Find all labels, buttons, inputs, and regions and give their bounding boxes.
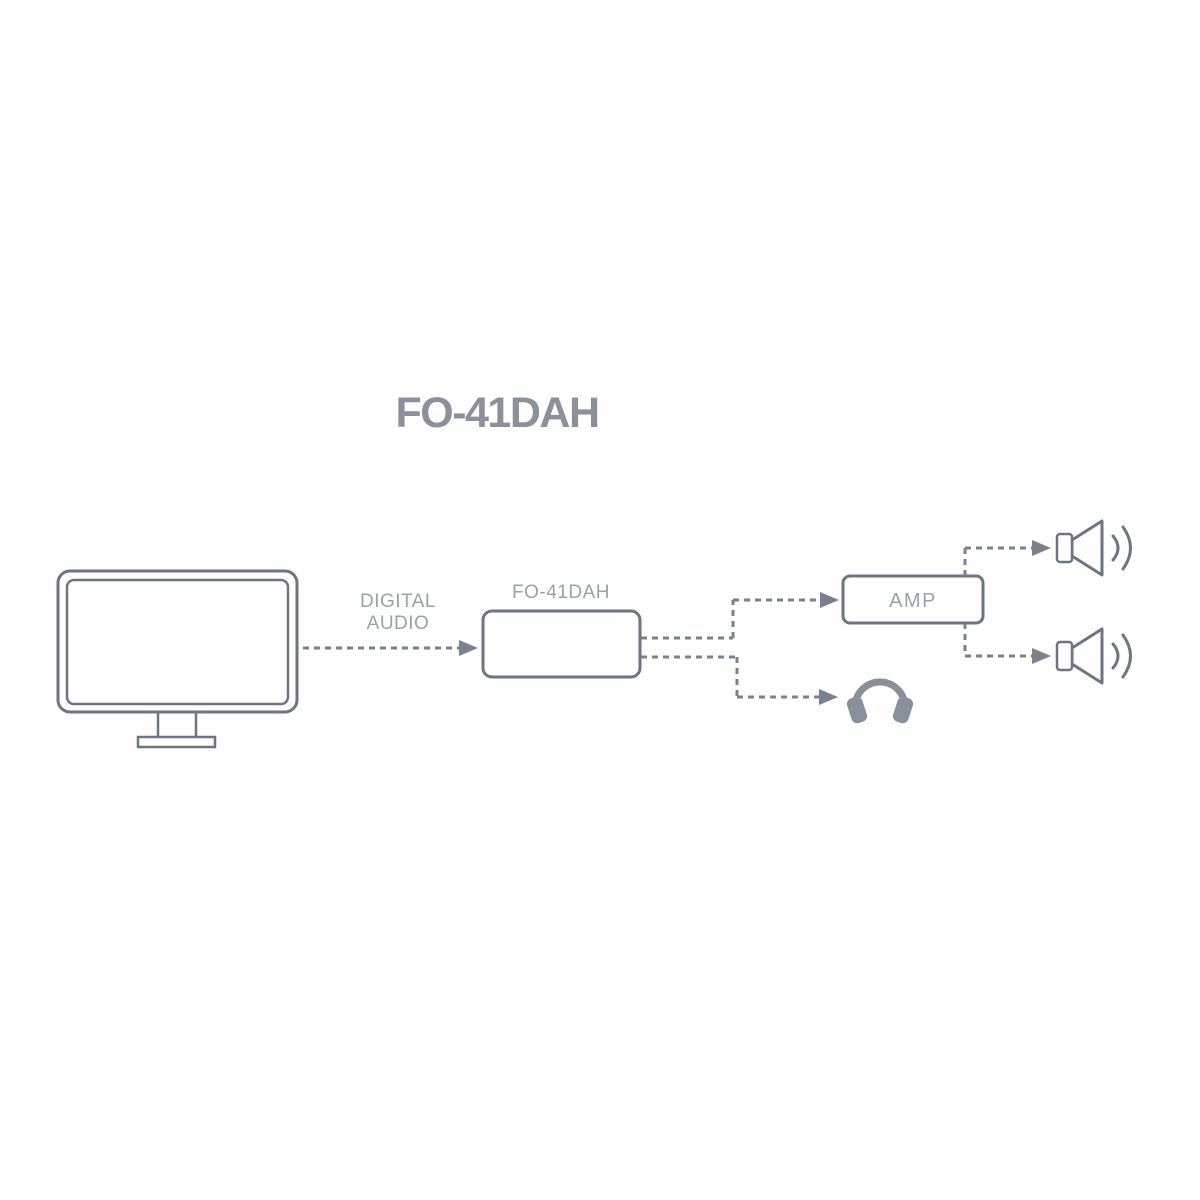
headphones-left-cup <box>846 696 868 724</box>
speaker-icon <box>1055 627 1132 685</box>
edge-converter-to-amp <box>641 592 839 640</box>
dashed-line <box>641 598 820 640</box>
arrowhead-icon <box>1032 648 1051 664</box>
digital-audio-label-line2: AUDIO <box>367 613 430 634</box>
edge-converter-to-headphones <box>641 655 838 705</box>
converter-node: FO-41DAH <box>481 582 642 679</box>
digital-audio-label-line1: DIGITAL <box>360 591 436 612</box>
arrowhead-icon <box>459 640 478 656</box>
tv-stand-neck <box>156 712 198 737</box>
tv-icon <box>56 569 299 749</box>
arrowhead-icon <box>820 592 839 608</box>
dashed-line <box>963 546 1032 576</box>
tv-screen <box>65 578 290 706</box>
amp-label: AMP <box>889 590 937 612</box>
tv-stand-base <box>136 735 217 749</box>
edge-tv-to-converter: DIGITAL AUDIO <box>303 591 478 656</box>
headphones-right-cup <box>892 696 914 724</box>
converter-box <box>481 609 642 679</box>
edge-amp-to-speaker-top <box>963 540 1051 576</box>
dashed-line <box>963 623 1032 658</box>
arrowhead-icon <box>819 689 838 705</box>
edge-amp-to-speaker-bottom <box>963 623 1051 664</box>
amp-box <box>841 574 985 625</box>
converter-box-label: FO-41DAH <box>512 582 610 603</box>
amp-node: AMP <box>841 574 985 625</box>
page-title: FO-41DAH <box>395 389 600 437</box>
arrowhead-icon <box>1032 540 1051 556</box>
tv-outer-frame <box>56 569 299 714</box>
speaker-icon <box>1055 519 1132 577</box>
headphones-icon <box>846 678 914 724</box>
dashed-line <box>641 655 819 699</box>
